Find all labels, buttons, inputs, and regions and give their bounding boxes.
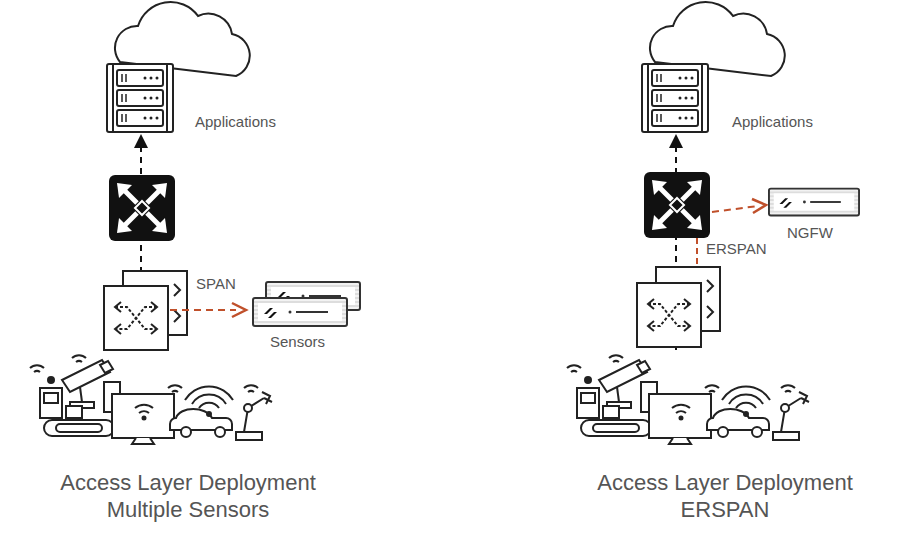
arrowhead	[752, 199, 766, 213]
router-icon	[109, 175, 175, 241]
device-node: NGFW	[787, 224, 833, 241]
device-node: Applications	[195, 113, 276, 130]
switch-icon	[104, 286, 168, 350]
link-label: SPAN	[196, 275, 236, 292]
ngfw-device	[769, 189, 859, 216]
link-label: ERSPAN	[706, 240, 767, 257]
panel-caption: Access Layer Deployment ERSPAN	[580, 469, 870, 523]
node-label: NGFW	[787, 224, 833, 241]
iot-devices	[567, 355, 809, 444]
server-rack	[642, 64, 708, 132]
panel-caption: Access Layer Deployment Multiple Sensors	[43, 469, 333, 523]
arrowhead	[134, 134, 148, 148]
router-icon	[644, 172, 710, 238]
device-node: Sensors	[270, 333, 325, 350]
node-label: Applications	[732, 113, 813, 130]
node-label: Sensors	[270, 333, 325, 350]
server-rack	[107, 64, 173, 132]
erspan-line	[712, 206, 758, 212]
iot-devices	[30, 355, 272, 444]
device-node: Applications	[732, 113, 813, 130]
span-line	[170, 309, 236, 311]
switch-icon	[637, 283, 701, 347]
node-label: Applications	[195, 113, 276, 130]
arrowhead	[232, 303, 246, 317]
erspan-line	[696, 238, 698, 268]
arrowhead	[669, 134, 683, 148]
sensor-device	[253, 298, 347, 326]
